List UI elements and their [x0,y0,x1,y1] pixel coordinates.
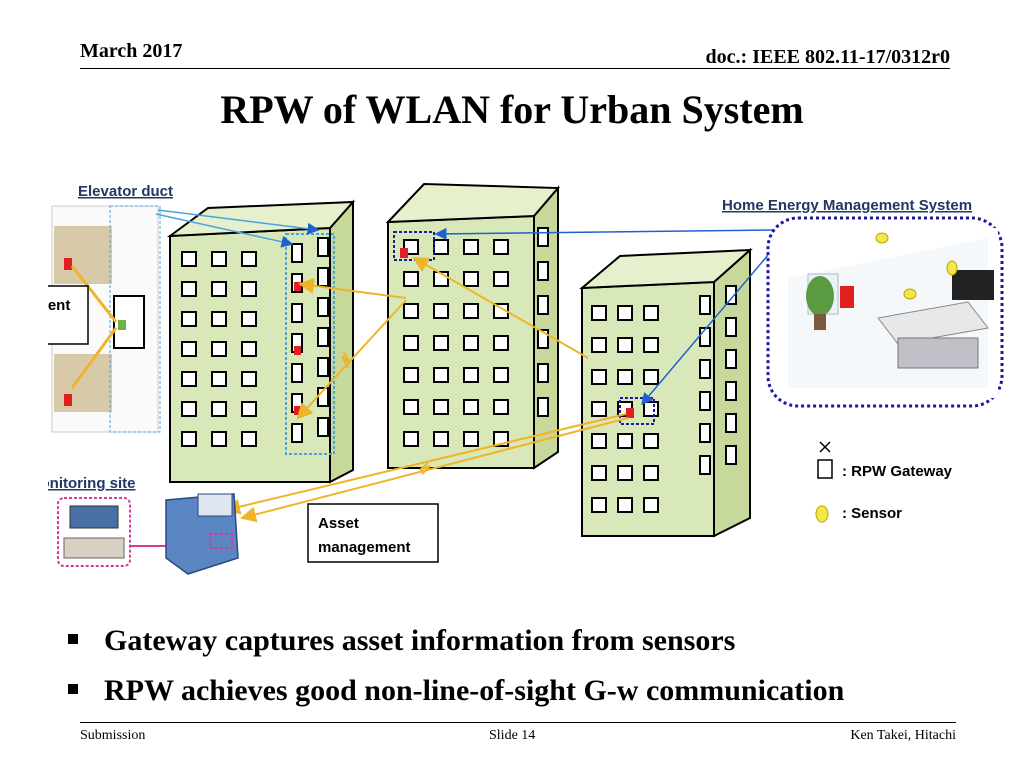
elevator-duct-label: Elevator duct [78,183,173,200]
hems-plant [806,276,834,316]
footer-submission: Submission [80,728,146,743]
hems-sensor-3 [903,288,917,300]
monitoring-site-label: Monitoring site [48,475,136,492]
bullet-item: Gateway captures asset information from … [60,616,1000,666]
header-date: March 2017 [80,40,183,62]
hems-link-right [641,247,775,406]
diagram-svg: Elevator duct Urgent call [13,182,1004,575]
header-divider [80,68,950,69]
urgent-call-link-upper [70,265,118,323]
monitoring-site-frame [57,497,131,567]
bullet-square-icon [68,634,78,644]
asset-management-label-line1: Asset [318,515,359,532]
legend-gateway-icon [817,459,833,479]
urgent-call-link-lower [70,327,118,389]
urgent-call-box [13,285,89,345]
legend-sensor-icon [815,505,829,523]
bullet-text: RPW achieves good non-line-of-sight G-w … [104,674,845,707]
asset-top [197,493,233,517]
hems-plant-pot [814,314,826,330]
bullet-text: Gateway captures asset information from … [104,624,736,657]
elevator-hall-upper [54,226,112,284]
elevator-gateway-icon [118,320,126,330]
slide-title: RPW of WLAN for Urban System [220,87,804,132]
header-doc-id: doc.: IEEE 802.11-17/0312r0 [705,46,950,68]
legend-gateway-label: : RPW Gateway [842,463,953,480]
bullet-item: RPW achieves good non-line-of-sight G-w … [60,666,1000,716]
asset-sensor-area [209,533,233,549]
building-right [579,247,753,538]
footer-divider [80,722,956,723]
asset-management-box [307,503,439,563]
lower-hall-gateway-icon [64,394,72,406]
hems-tv [952,270,994,300]
footer-author: Ken Takei, Hitachi [850,728,956,743]
hems-sensor-2 [946,260,958,276]
hems-link-middle [434,227,775,240]
bullet-list: Gateway captures asset information from … [60,616,1000,716]
hems-gateway-icon [840,286,854,308]
elevator-hall-lower [54,354,112,412]
building-left [166,199,356,484]
hems-sensor-1 [875,232,889,244]
hems-kitchen-counter [877,301,989,345]
asset-management-label-line2: management [318,539,411,556]
monitoring-desks [63,537,125,559]
legend-sensor-label: : Sensor [842,505,902,522]
asset-yellow-links [224,257,629,523]
urban-system-diagram: Elevator duct Urgent call [13,178,1016,598]
elevator-blue-links [155,209,320,248]
bullet-square-icon [68,684,78,694]
hems-label: Home Energy Management System [722,197,972,214]
footer-slide-number: Slide 14 [489,728,536,743]
upper-hall-gateway-icon [64,258,72,270]
legend: : RPW Gateway : Sensor [815,441,953,523]
urgent-call-label-line1: Urgent [48,297,70,314]
monitoring-screen [69,505,119,529]
elevator-shaft [109,205,161,433]
hems-counter-front [897,337,979,369]
